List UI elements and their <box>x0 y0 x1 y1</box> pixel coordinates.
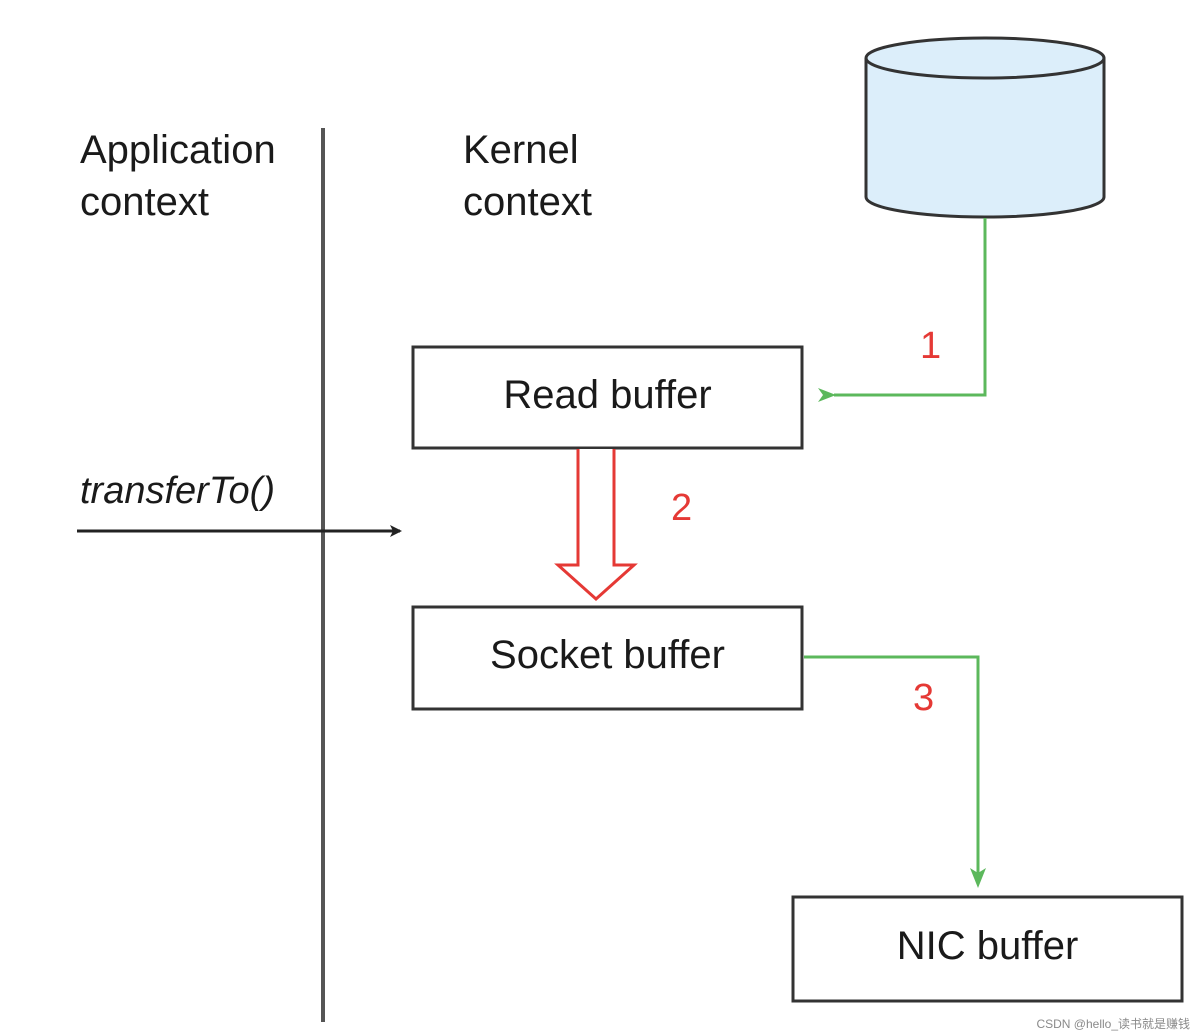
step-1-label: 1 <box>920 325 942 367</box>
transfer-to-label: transferTo() <box>80 470 275 512</box>
nic-buffer-box <box>791 895 1184 1003</box>
read-buffer-label: Read buffer <box>503 373 712 417</box>
application-context-label: Application context <box>80 124 276 228</box>
watermark-text: CSDN @hello_读书就是赚钱 <box>1036 1017 1190 1031</box>
arrow-step-2 <box>554 449 638 602</box>
application-context-line1: Application <box>80 128 276 172</box>
arrow-step-1 <box>818 218 987 402</box>
arrow-step-3-head <box>970 868 986 888</box>
kernel-context-line1: Kernel <box>463 128 579 172</box>
socket-buffer-box <box>411 605 804 711</box>
application-context-line2: context <box>80 180 209 224</box>
arrow-step-3 <box>804 655 980 875</box>
disk-cylinder-icon <box>864 36 1106 219</box>
socket-buffer-label: Socket buffer <box>490 633 725 677</box>
read-buffer-box <box>411 345 804 450</box>
kernel-context-line2: context <box>463 180 592 224</box>
kernel-context-label: Kernel context <box>463 124 592 228</box>
nic-buffer-label: NIC buffer <box>896 924 1079 968</box>
step-3-label: 3 <box>913 677 935 719</box>
step-2-label: 2 <box>671 487 693 529</box>
